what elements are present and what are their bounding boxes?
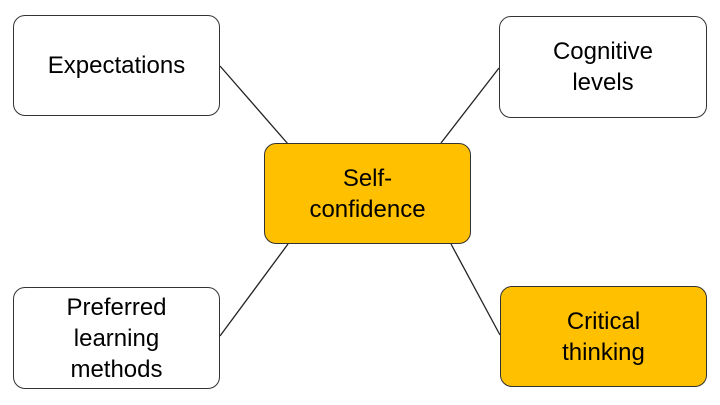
node-preferred-learning-methods-label: Preferred learning methods bbox=[66, 293, 167, 383]
node-cognitive-levels-label: Cognitive levels bbox=[552, 38, 654, 96]
node-cognitive-levels: Cognitive levels bbox=[499, 16, 707, 118]
edge-center-cognitive bbox=[440, 67, 500, 144]
edge-center-critical bbox=[450, 243, 501, 336]
node-self-confidence-label: Self- confidence bbox=[309, 164, 426, 223]
edge-center-expectations bbox=[219, 65, 289, 145]
node-self-confidence: Self- confidence bbox=[264, 143, 471, 244]
node-expectations: Expectations bbox=[13, 15, 220, 116]
node-expectations-label: Expectations bbox=[47, 52, 186, 79]
node-critical-thinking-label: Critical thinking bbox=[562, 307, 645, 366]
node-preferred-learning-methods: Preferred learning methods bbox=[13, 287, 220, 389]
node-critical-thinking: Critical thinking bbox=[500, 286, 707, 387]
edge-center-preferred bbox=[219, 243, 289, 337]
